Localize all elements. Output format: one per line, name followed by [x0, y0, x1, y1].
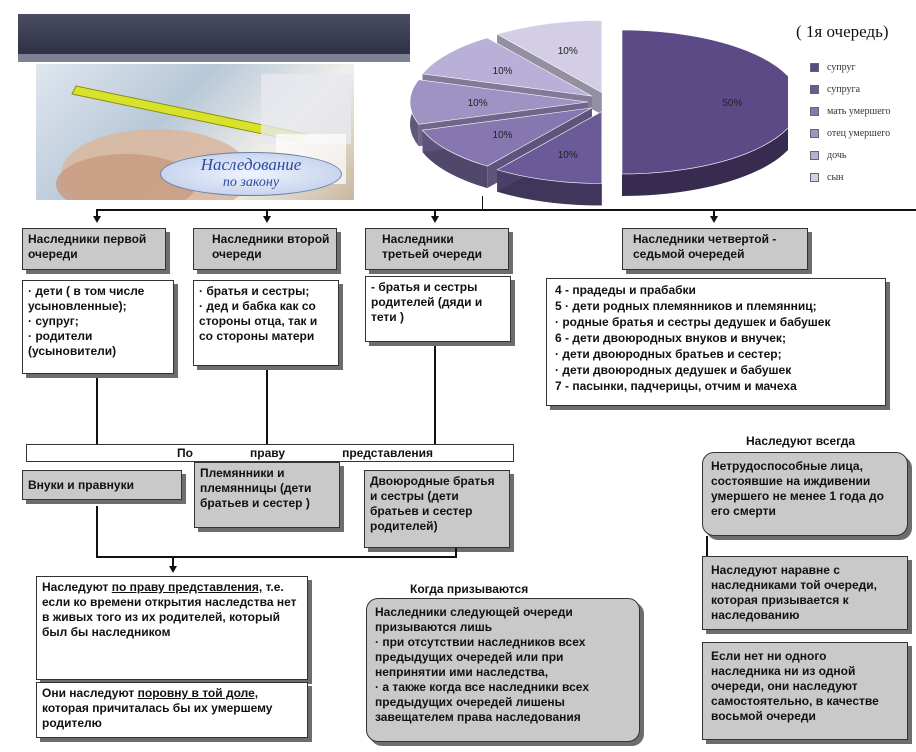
photo-caption-oval: Наследование по закону [160, 152, 342, 196]
arrow-q1 [93, 216, 101, 223]
representation-header: По праву представления [26, 444, 514, 462]
queue3-items: - братья и сестры родителей (дяди и тети… [365, 276, 511, 342]
legend-item-1: супруга [810, 80, 914, 98]
photo-caption-line2: по закону [222, 175, 280, 190]
header-banner [18, 14, 410, 54]
drop-q1 [96, 209, 98, 219]
explanation-prefix: Наследуют [42, 580, 112, 594]
representation-word-3: представления [342, 446, 433, 460]
pie-data-label-0: 50% [722, 98, 742, 109]
pie-slice-top-2 [421, 107, 592, 167]
grandchildren-box: Внуки и правнуки [22, 470, 182, 500]
arrow-q3 [431, 216, 439, 223]
legend-label-2: мать умершего [827, 105, 891, 117]
legend-item-2: мать умершего [810, 102, 914, 120]
drop-q3 [434, 209, 436, 219]
always-box-3: Если нет ни одного наследника ни из одно… [702, 642, 908, 740]
representation-word-1: По [177, 446, 193, 460]
pie-data-label-5: 10% [558, 46, 578, 57]
cousins-box: Двоюродные братья и сестры (дети братьев… [364, 470, 510, 548]
nephews-box: Племянники и племянницы (дети братьев и … [194, 462, 340, 528]
pie-stem [482, 196, 483, 210]
arrow-q4 [710, 216, 718, 223]
pie-slice-top-1 [496, 111, 603, 184]
merge-left-vertical [96, 506, 98, 558]
queue1-title: Наследники первой очереди [22, 228, 166, 270]
pie-data-label-2: 10% [493, 130, 513, 141]
legend-label-4: дочь [827, 149, 847, 161]
legend-label-3: отец умершего [827, 127, 891, 139]
arrow-q2 [263, 216, 271, 223]
legend-swatch-4 [810, 150, 819, 160]
always-box-1: Нетрудоспособные лица, состоявшие на ижд… [702, 452, 908, 536]
pie-slice-top-5 [496, 20, 603, 93]
q2-down [266, 370, 268, 448]
share-prefix: Они наследуют [42, 686, 138, 700]
share-link: поровну в той доле, [137, 686, 259, 700]
pie-slice-side-1 [497, 169, 602, 206]
representation-word-2: праву [250, 446, 286, 460]
queue4-title: Наследники четвертой - седьмой очередей [622, 228, 808, 270]
queue1-items: · дети ( в том числе усыновленные); · су… [22, 280, 174, 374]
legend-item-5: сын [810, 168, 914, 186]
always-stem [706, 536, 708, 556]
representation-explanation: Наследуют по праву представления, т.е. е… [36, 576, 308, 680]
queue3-title: Наследники третьей очереди [365, 228, 509, 270]
share-explanation: Они наследуют поровну в той доле, котора… [36, 682, 308, 738]
pie-data-label-1: 10% [558, 150, 578, 161]
legend-label-0: супруг [827, 61, 856, 73]
queue4-items: 4 - прадеды и прабабки 5 · дети родных п… [546, 278, 886, 406]
legend-item-0: супруг [810, 58, 914, 76]
legend-item-3: отец умершего [810, 124, 914, 142]
merge-down [172, 556, 174, 568]
header-banner-stripe [18, 54, 410, 62]
pie-slice-top-0 [621, 29, 788, 175]
q3-down [434, 346, 436, 448]
pie-data-label-4: 10% [493, 66, 513, 77]
legend-swatch-2 [810, 106, 819, 116]
pie-slice-0: 50% [621, 29, 788, 196]
q1-down [96, 378, 98, 448]
inheritance-photo: Наследование по закону [36, 64, 354, 200]
pie-data-label-3: 10% [468, 98, 488, 109]
when-called-title: Когда призываются [410, 582, 529, 596]
when-called-box: Наследники следующей очереди призываются… [366, 598, 640, 742]
drop-q4 [713, 209, 715, 219]
chart-legend: супруг супруга мать умершего отец умершего д… [810, 58, 914, 190]
legend-item-4: дочь [810, 146, 914, 164]
pie-slice-top-3 [409, 79, 589, 125]
queue2-items: · братья и сестры; · дед и бабка как со … [193, 280, 339, 366]
pie-chart: 10% 10% 50% 10% 10% 10% [409, 20, 788, 206]
legend-label-5: сын [827, 171, 844, 183]
photo-caption-line1: Наследование [200, 155, 302, 174]
legend-swatch-3 [810, 128, 819, 138]
share-text: которая причиталась бы их умершему родит… [42, 701, 273, 730]
queue2-title: Наследники второй очереди [193, 228, 337, 270]
legend-swatch-0 [810, 62, 819, 72]
legend-swatch-1 [810, 84, 819, 94]
explanation-text: т.е. если ко времени открытия наследства… [42, 580, 297, 639]
merge-right-vertical [455, 548, 457, 558]
always-box-2: Наследуют наравне с наследниками той оче… [702, 556, 908, 630]
pie-slice-top-4 [421, 37, 592, 97]
legend-label-1: супруга [827, 83, 861, 95]
top-connector [96, 209, 916, 211]
legend-swatch-5 [810, 172, 819, 182]
merge-horizontal [96, 556, 456, 558]
always-title: Наследуют всегда [746, 434, 856, 448]
drop-q2 [266, 209, 268, 219]
pie-slice-1: 10% [496, 111, 603, 206]
explanation-link: по праву представления, [111, 580, 263, 594]
merge-down-arrow [169, 566, 177, 573]
chart-title: ( 1я очередь) [796, 22, 889, 41]
